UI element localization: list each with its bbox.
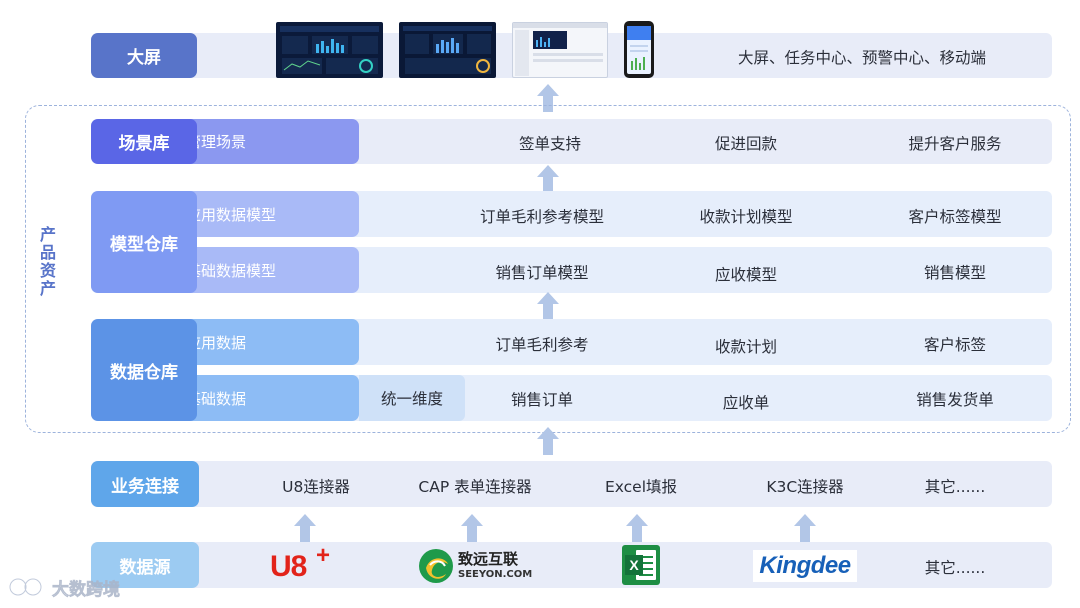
scene-item: 签单支持 xyxy=(518,135,582,153)
dashboard-thumbnail-1 xyxy=(276,22,383,78)
up-arrow-icon xyxy=(794,514,816,542)
connector-item: Excel填报 xyxy=(604,478,678,496)
connectors-row xyxy=(91,461,1052,507)
scene-item: 提升客户服务 xyxy=(908,135,1002,153)
top-label: 大屏 xyxy=(91,33,197,78)
u8-logo: U8 + xyxy=(270,542,340,586)
scene-label: 场景库 xyxy=(91,119,197,164)
dashboard-chart-icon xyxy=(280,26,379,74)
watermark-text: 大数跨境 xyxy=(52,579,121,600)
unified-dimension-box: 统一维度 xyxy=(359,375,465,421)
up-arrow-icon xyxy=(294,514,316,542)
dw-base-item: 销售订单 xyxy=(510,391,574,409)
dashboard-thumbnail-2 xyxy=(399,22,496,78)
excel-letter-box: X xyxy=(625,555,643,575)
dw-app-item: 订单毛利参考 xyxy=(495,336,589,354)
model-warehouse-label: 模型仓库 xyxy=(91,191,197,293)
connector-item: 其它...... xyxy=(924,478,986,496)
up-arrow-icon xyxy=(537,84,559,112)
seeyon-en-text: SEEYON.COM xyxy=(458,569,533,580)
mobile-phone-icon xyxy=(627,26,651,74)
model-base-item: 应收模型 xyxy=(714,266,778,284)
dashboard-bar-icon xyxy=(403,26,492,74)
u8-logo-text: U8 xyxy=(270,550,307,583)
watermark-logo-icon xyxy=(8,577,43,597)
sources-label: 数据源 xyxy=(91,542,199,588)
kingdee-logo-text: Kingdee xyxy=(759,552,851,579)
watermark: 大数跨境 xyxy=(8,572,120,602)
dw-app-item: 客户标签 xyxy=(923,336,987,354)
up-arrow-icon xyxy=(626,514,648,542)
up-arrow-icon xyxy=(537,165,559,193)
seeyon-swirl-icon xyxy=(419,549,453,583)
unified-dimension-text: 统一维度 xyxy=(380,390,443,408)
u8-logo-plus: + xyxy=(316,542,331,569)
top-summary-text: 大屏、任务中心、预警中心、移动端 xyxy=(737,49,987,67)
task-center-thumbnail xyxy=(512,22,608,78)
seeyon-logo: 致远互联 SEEYON.COM xyxy=(418,546,532,586)
dw-base-item: 应收单 xyxy=(722,394,770,412)
dw-app-item: 收款计划 xyxy=(714,338,778,356)
up-arrow-icon xyxy=(461,514,483,542)
up-arrow-icon xyxy=(537,292,559,320)
model-app-item: 订单毛利参考模型 xyxy=(479,208,605,226)
scene-item: 促进回款 xyxy=(714,135,778,153)
model-app-item: 客户标签模型 xyxy=(908,208,1002,226)
seeyon-cn-text: 致远互联 xyxy=(458,550,519,568)
task-window-icon xyxy=(513,23,607,76)
data-warehouse-label: 数据仓库 xyxy=(91,319,197,421)
connector-item: K3C连接器 xyxy=(766,478,844,496)
dw-base-item: 销售发货单 xyxy=(916,391,994,409)
mobile-thumbnail xyxy=(624,21,654,78)
model-app-item: 收款计划模型 xyxy=(699,208,793,226)
kingdee-logo: Kingdee xyxy=(753,550,857,582)
connector-item: U8连接器 xyxy=(282,478,350,496)
excel-letter: X xyxy=(629,557,639,573)
model-base-item: 销售模型 xyxy=(923,264,987,282)
source-other: 其它...... xyxy=(924,559,986,577)
sources-row xyxy=(91,542,1052,588)
model-base-item: 销售订单模型 xyxy=(495,264,589,282)
connector-item: CAP 表单连接器 xyxy=(418,478,532,496)
up-arrow-icon xyxy=(537,427,559,455)
excel-logo: X xyxy=(622,545,660,585)
asset-area-title: 产品资产 xyxy=(37,226,56,298)
connectors-label: 业务连接 xyxy=(91,461,199,507)
